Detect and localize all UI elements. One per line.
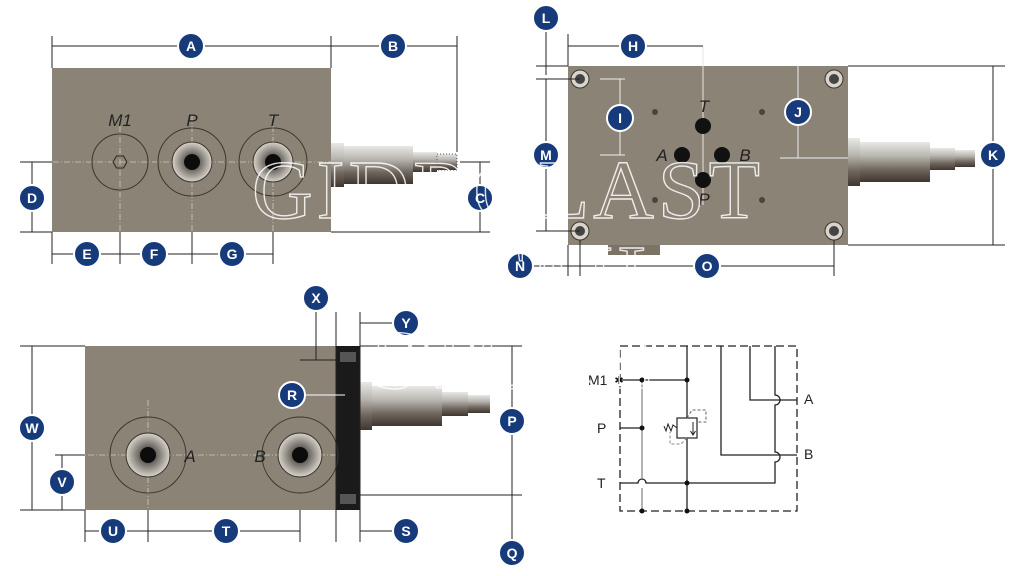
port-label-p: P bbox=[186, 111, 198, 130]
svg-text:G: G bbox=[227, 246, 238, 262]
dim-badge-v: V bbox=[48, 468, 76, 496]
dim-badge-k: K bbox=[979, 141, 1007, 169]
svg-text:Y: Y bbox=[401, 315, 411, 331]
port-a bbox=[674, 147, 690, 163]
schematic-label-a: A bbox=[804, 391, 814, 407]
dim-badge-a: A bbox=[177, 32, 205, 60]
dim-badge-s: S bbox=[392, 517, 420, 545]
port-label-a: A bbox=[655, 146, 667, 165]
dim-badge-g: G bbox=[218, 240, 246, 268]
dim-badge-b: B bbox=[379, 32, 407, 60]
svg-text:P: P bbox=[507, 413, 516, 429]
port-label-t: T bbox=[699, 97, 711, 116]
svg-text:X: X bbox=[311, 290, 321, 306]
dim-badge-w: W bbox=[18, 414, 46, 442]
dim-badge-r: R bbox=[278, 381, 306, 409]
svg-text:M: M bbox=[540, 147, 552, 163]
hydraulic-schematic: ✱ M1 P T A B bbox=[588, 345, 814, 514]
svg-text:Q: Q bbox=[507, 545, 518, 561]
spring-icon bbox=[663, 422, 678, 433]
svg-text:GIDROLAST: GIDROLAST bbox=[252, 144, 764, 237]
svg-text:K: K bbox=[988, 147, 998, 163]
svg-text:C: C bbox=[475, 190, 485, 206]
port-b bbox=[261, 416, 339, 494]
svg-text:S: S bbox=[401, 523, 410, 539]
schematic-label-m1: M1 bbox=[588, 372, 608, 388]
svg-text:I: I bbox=[618, 110, 622, 126]
port-label-b: B bbox=[254, 447, 265, 466]
dim-badge-h: H bbox=[619, 32, 647, 60]
valve-body bbox=[85, 346, 336, 510]
dim-badge-x: X bbox=[302, 284, 330, 312]
dim-badge-u: U bbox=[99, 517, 127, 545]
dim-badge-d: D bbox=[18, 184, 46, 212]
relief-cartridge bbox=[848, 138, 975, 186]
port-label-a: A bbox=[183, 447, 195, 466]
schematic-label-b: B bbox=[804, 446, 813, 462]
dim-badge-f: F bbox=[140, 240, 168, 268]
svg-text:E: E bbox=[82, 246, 91, 262]
port-label-b: B bbox=[739, 146, 750, 165]
relief-valve-symbol bbox=[663, 409, 707, 445]
port-p bbox=[157, 127, 227, 197]
dim-badge-y: Y bbox=[392, 309, 420, 337]
svg-text:N: N bbox=[515, 258, 525, 274]
dim-badge-l: L bbox=[532, 4, 560, 32]
svg-text:A: A bbox=[186, 38, 196, 54]
svg-text:H: H bbox=[628, 38, 638, 54]
relief-cartridge bbox=[331, 143, 458, 187]
port-label-p: P bbox=[698, 190, 710, 209]
schematic-label-p: P bbox=[597, 420, 606, 436]
dim-badge-m: M bbox=[532, 141, 560, 169]
svg-text:T: T bbox=[222, 523, 231, 539]
svg-text:✱: ✱ bbox=[614, 375, 623, 387]
svg-text:L: L bbox=[542, 10, 551, 26]
hex-plug-icon bbox=[112, 155, 128, 169]
svg-text:V: V bbox=[57, 474, 67, 490]
dim-badge-n: N bbox=[506, 252, 534, 280]
dim-badge-i: I bbox=[606, 104, 634, 132]
port-label-t: T bbox=[268, 111, 280, 130]
port-t bbox=[238, 127, 308, 197]
port-b bbox=[714, 147, 730, 163]
svg-text:D: D bbox=[27, 190, 37, 206]
svg-text:U: U bbox=[108, 523, 118, 539]
svg-text:STORE: STORE bbox=[373, 314, 658, 407]
dim-badge-c: C bbox=[466, 184, 494, 212]
dim-badge-p: P bbox=[498, 407, 526, 435]
svg-text:B: B bbox=[388, 38, 398, 54]
watermark: GIDROLAST RETAIL STORE bbox=[251, 143, 764, 407]
dim-badge-o: O bbox=[693, 252, 721, 280]
port-t bbox=[695, 118, 711, 134]
mounting-holes bbox=[570, 69, 844, 241]
dim-badge-j: J bbox=[784, 98, 812, 126]
relief-cartridge bbox=[360, 382, 490, 430]
svg-text:J: J bbox=[794, 104, 802, 120]
top-view: M1 P T A B C D E F G bbox=[18, 32, 494, 268]
dim-badge-t: T bbox=[212, 517, 240, 545]
dim-badge-q: Q bbox=[498, 539, 526, 567]
seal-plate bbox=[336, 346, 360, 510]
port-label-m1: M1 bbox=[108, 111, 132, 130]
svg-text:F: F bbox=[150, 246, 159, 262]
svg-text:R: R bbox=[287, 387, 297, 403]
svg-text:O: O bbox=[702, 258, 713, 274]
face-view: T A B P L H I J M K N O bbox=[506, 4, 1007, 280]
dim-badge-e: E bbox=[73, 240, 101, 268]
side-view: A B W V U T X Y R P S Q bbox=[18, 284, 526, 567]
schematic-label-t: T bbox=[597, 475, 606, 491]
svg-text:RETAIL: RETAIL bbox=[357, 229, 673, 322]
port-m1 bbox=[91, 133, 149, 191]
port-a bbox=[109, 416, 187, 494]
svg-text:W: W bbox=[25, 420, 39, 436]
port-p bbox=[695, 172, 711, 188]
